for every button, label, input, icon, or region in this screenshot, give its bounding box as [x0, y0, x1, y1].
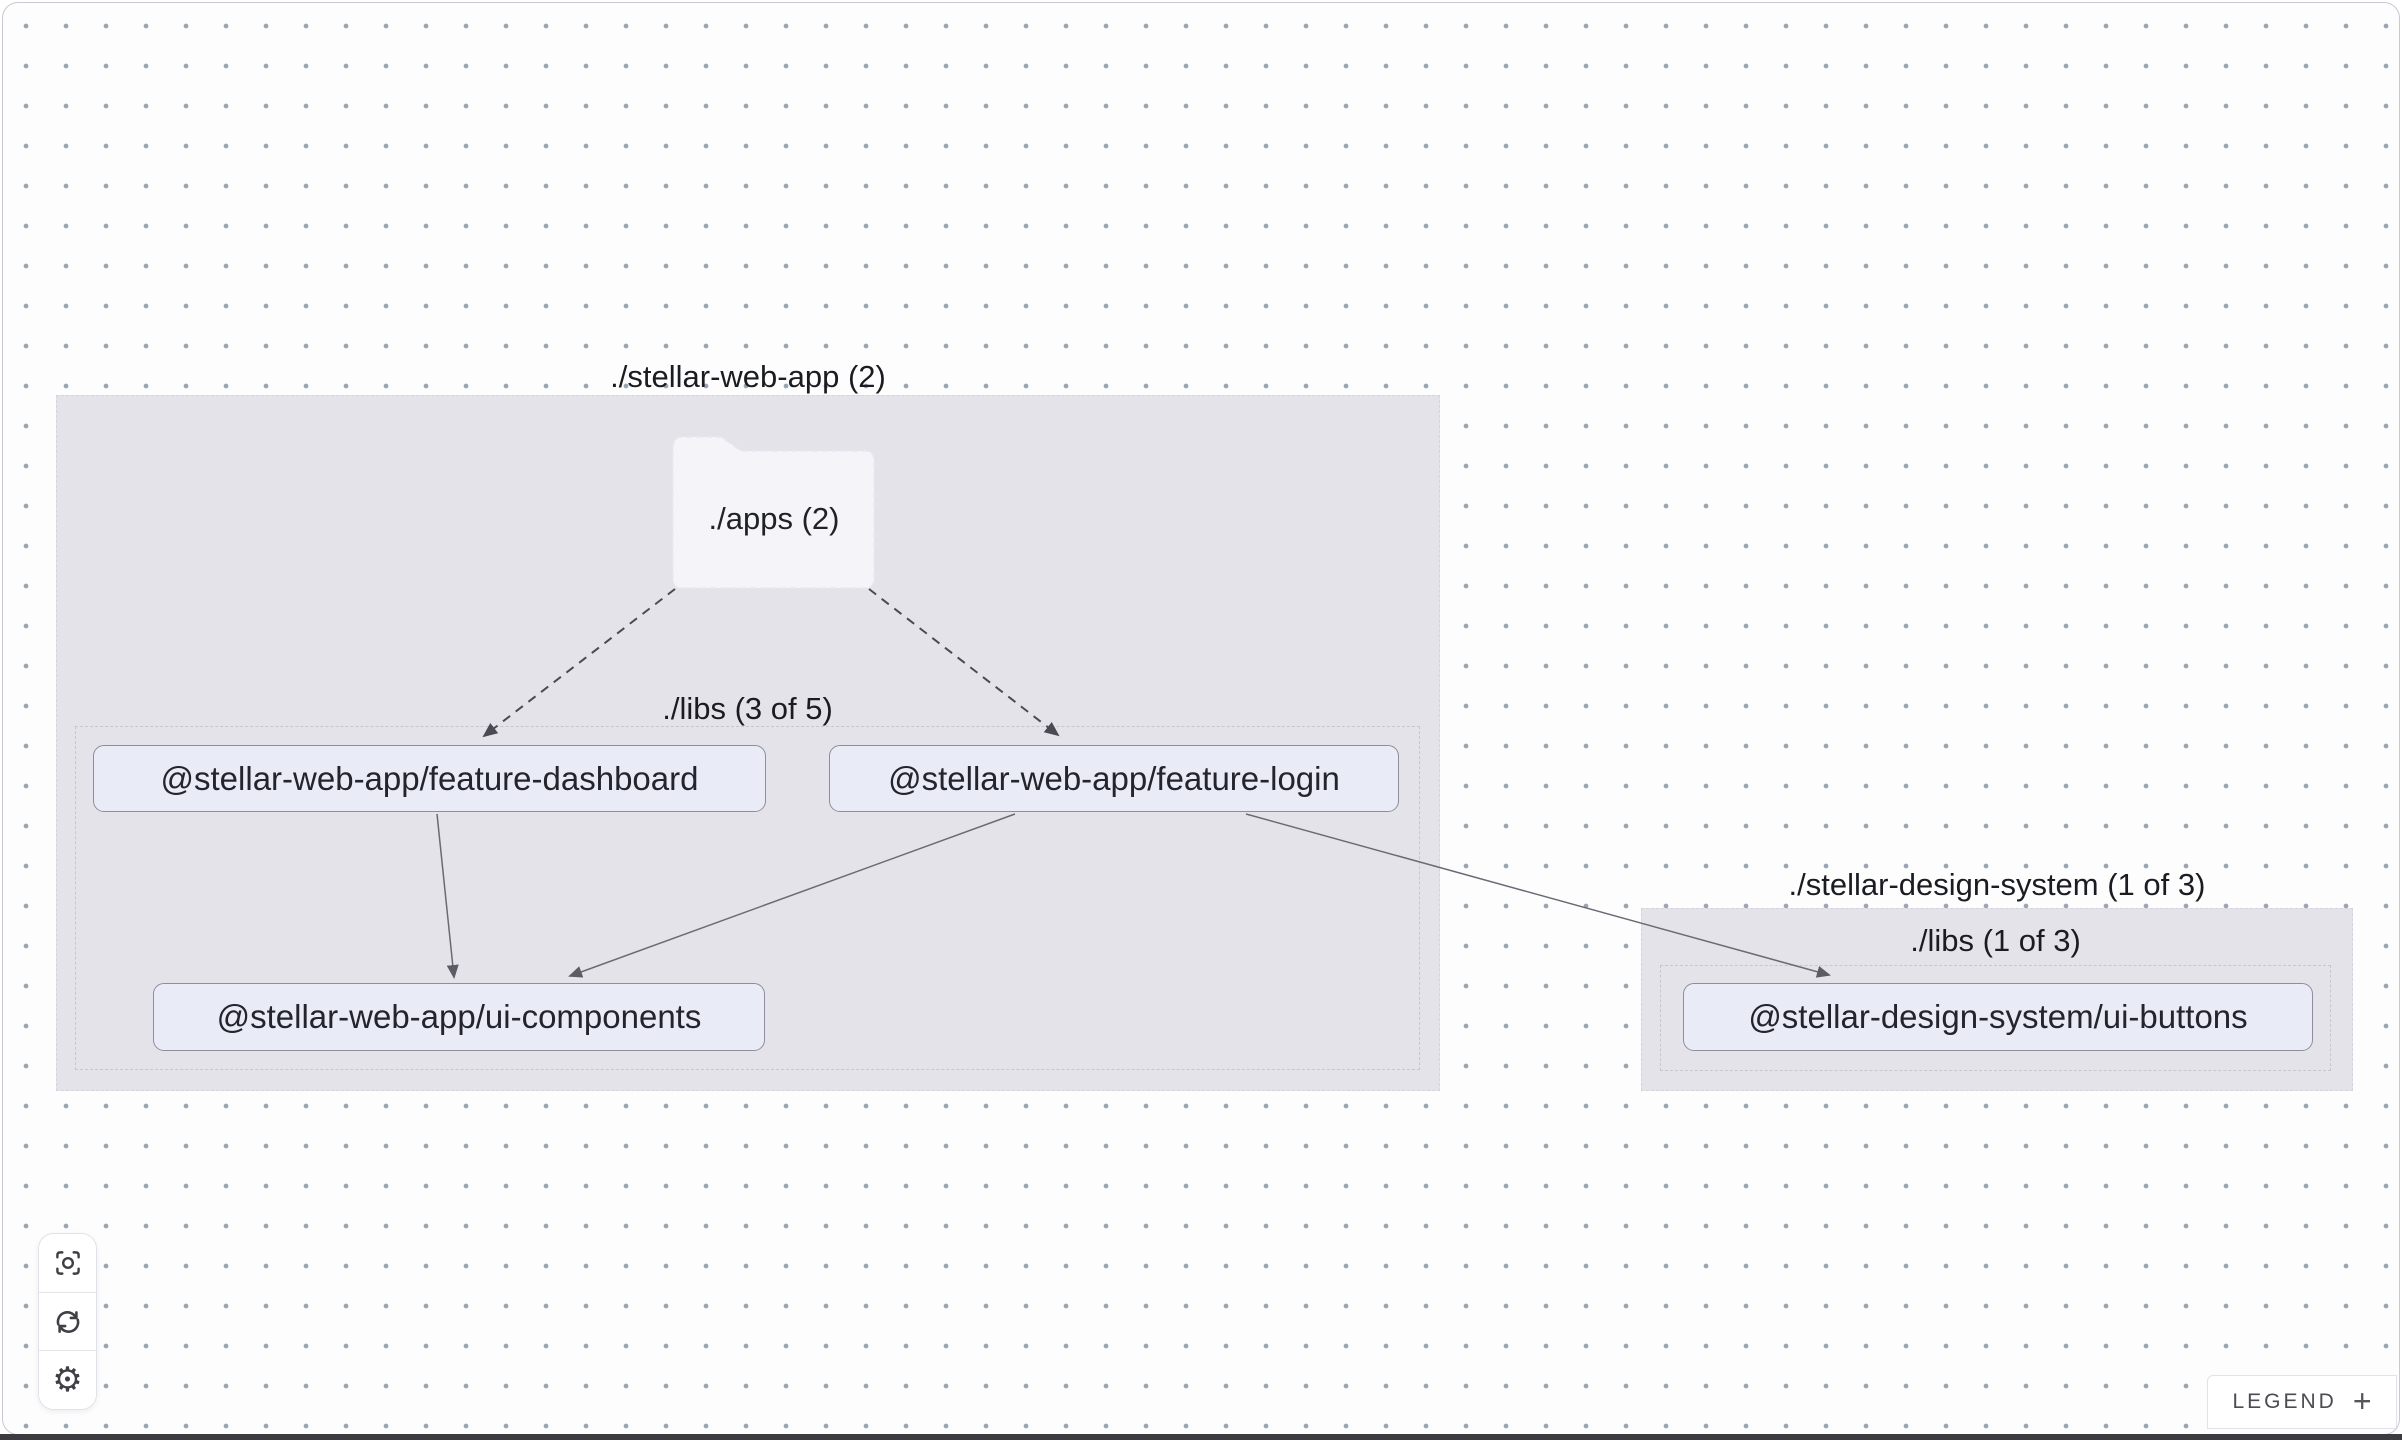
node-ui-components-label: @stellar-web-app/ui-components [216, 998, 702, 1035]
apps-folder[interactable] [671, 431, 877, 591]
settings-icon: ⚙ [52, 1361, 83, 1400]
group-web-app-libs-label: ./libs (3 of 5) [662, 691, 833, 726]
window-bottom-edge [0, 1434, 2402, 1440]
node-ui-components[interactable]: @stellar-web-app/ui-components [153, 983, 765, 1051]
focus-icon [55, 1250, 80, 1275]
node-feature-dashboard[interactable]: @stellar-web-app/feature-dashboard [93, 745, 766, 812]
node-feature-login[interactable]: @stellar-web-app/feature-login [829, 745, 1399, 812]
group-design-system-libs-label: ./libs (1 of 3) [1910, 923, 2081, 958]
group-design-system-libs [1660, 965, 2331, 1071]
plus-icon: + [2352, 1382, 2372, 1419]
folder-icon [672, 436, 875, 589]
refresh-button[interactable] [39, 1291, 96, 1351]
node-feature-login-label: @stellar-web-app/feature-login [888, 759, 1340, 797]
legend-label: LEGEND [2232, 1390, 2337, 1413]
node-ui-buttons[interactable]: @stellar-design-system/ui-buttons [1683, 983, 2313, 1051]
settings-button[interactable]: ⚙ [39, 1350, 96, 1409]
group-stellar-design-system-label: ./stellar-design-system (1 of 3) [1788, 867, 2206, 902]
focus-button[interactable] [39, 1234, 96, 1292]
graph-toolbar: ⚙ [38, 1233, 97, 1410]
node-feature-dashboard-label: @stellar-web-app/feature-dashboard [160, 759, 699, 797]
apps-folder-label: ./apps (2) [708, 501, 840, 536]
refresh-icon [56, 1310, 79, 1333]
node-ui-buttons-label: @stellar-design-system/ui-buttons [1748, 998, 2248, 1035]
legend-button[interactable]: LEGEND + [2207, 1375, 2397, 1429]
group-stellar-web-app-label: ./stellar-web-app (2) [610, 359, 886, 394]
